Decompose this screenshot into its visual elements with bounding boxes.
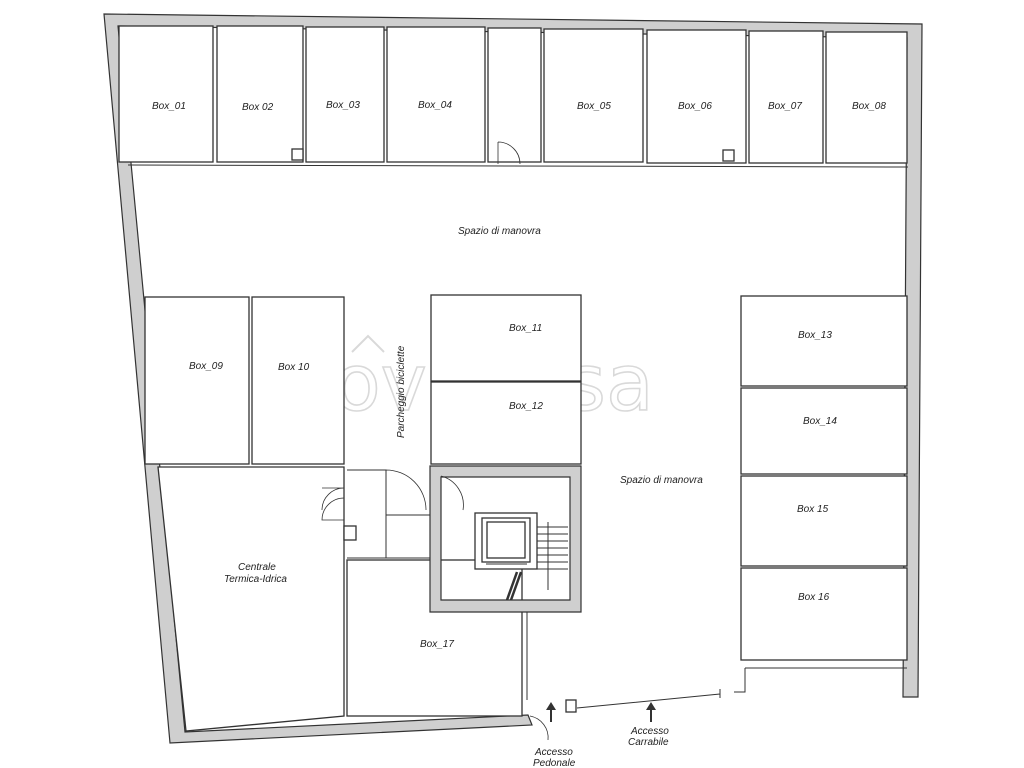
- box-17-right-wall: [521, 605, 528, 716]
- room-box-11: [430, 294, 582, 382]
- room-box-09: [144, 296, 250, 465]
- right-boxes: [740, 295, 908, 661]
- label-box-02: Box 02: [242, 102, 274, 113]
- label-maneuver-top: Spazio di manovra: [458, 226, 541, 237]
- room-box-15: [740, 475, 908, 567]
- pedestrian-door: [529, 715, 549, 741]
- label-thermal-line2: Termica-Idrica: [224, 574, 287, 585]
- room-box-13: [740, 295, 908, 387]
- label-box-14: Box_14: [803, 416, 837, 427]
- room-box-06: [646, 29, 747, 164]
- label-box-03: Box_03: [326, 100, 360, 111]
- shaft-thermal: [343, 525, 357, 541]
- top-boxes: [118, 25, 908, 165]
- vehicle-gate-line: [576, 689, 721, 709]
- shaft-box-02: [291, 148, 304, 161]
- shaft-box-06: [722, 149, 735, 162]
- label-box-04: Box_04: [418, 100, 452, 111]
- door-thermal: [321, 487, 345, 521]
- stair-ramp: [505, 571, 523, 601]
- label-box-07: Box_07: [768, 101, 802, 112]
- watermark-roof-icon: [351, 334, 385, 353]
- label-box-09: Box_09: [189, 361, 223, 372]
- room-box-12: [430, 381, 582, 465]
- label-box-06: Box_06: [678, 101, 712, 112]
- label-box-16: Box 16: [798, 592, 830, 603]
- label-box-08: Box_08: [852, 101, 886, 112]
- label-vehicle-line2: Carrabile: [628, 737, 669, 748]
- label-maneuver-right: Spazio di manovra: [620, 475, 703, 486]
- label-box-05: Box_05: [577, 101, 611, 112]
- room-box-07: [748, 30, 824, 164]
- label-pedestrian-line2: Pedonale: [533, 758, 576, 768]
- pedestrian-arrow-icon: [546, 702, 556, 722]
- room-box-14: [740, 387, 908, 475]
- room-box-08: [825, 31, 908, 164]
- elevator-cabin: [486, 521, 526, 559]
- stair-steps: [537, 522, 568, 590]
- door-bike-parking: [385, 469, 427, 511]
- label-bike-parking: Parcheggio biciclette: [396, 345, 407, 438]
- label-box-10: Box 10: [278, 362, 310, 373]
- right-wall-stub: [734, 667, 907, 693]
- label-box-17: Box_17: [420, 639, 454, 650]
- door-top-corridor: [497, 141, 521, 165]
- label-box-15: Box 15: [797, 504, 829, 515]
- room-box-03: [305, 26, 385, 163]
- bike-parking-walls: [347, 469, 430, 559]
- stair-core-wall: [429, 465, 582, 613]
- outer-wall: [103, 13, 923, 744]
- room-box-01: [118, 25, 214, 163]
- room-thermal: [157, 466, 345, 732]
- label-box-11: Box_11: [509, 323, 542, 334]
- top-row-bottom-line: [127, 164, 909, 168]
- room-box-05: [543, 28, 644, 163]
- room-box-16: [740, 567, 908, 661]
- label-pedestrian-line1: Accesso: [534, 747, 573, 758]
- vehicle-arrow-icon: [646, 702, 656, 722]
- label-box-13: Box_13: [798, 330, 832, 341]
- door-stair-core: [440, 475, 464, 516]
- center-boxes: [430, 294, 582, 465]
- label-box-12: Box_12: [509, 401, 543, 412]
- label-box-01: Box_01: [152, 101, 186, 112]
- gate-post: [565, 699, 577, 713]
- label-thermal-line1: Centrale: [238, 562, 276, 573]
- room-box-02: [216, 25, 304, 163]
- room-corridor-top: [487, 27, 542, 163]
- room-box-04: [386, 26, 486, 163]
- room-box-10: [251, 296, 345, 465]
- label-vehicle-line1: Accesso: [630, 726, 669, 737]
- left-boxes: [144, 296, 345, 465]
